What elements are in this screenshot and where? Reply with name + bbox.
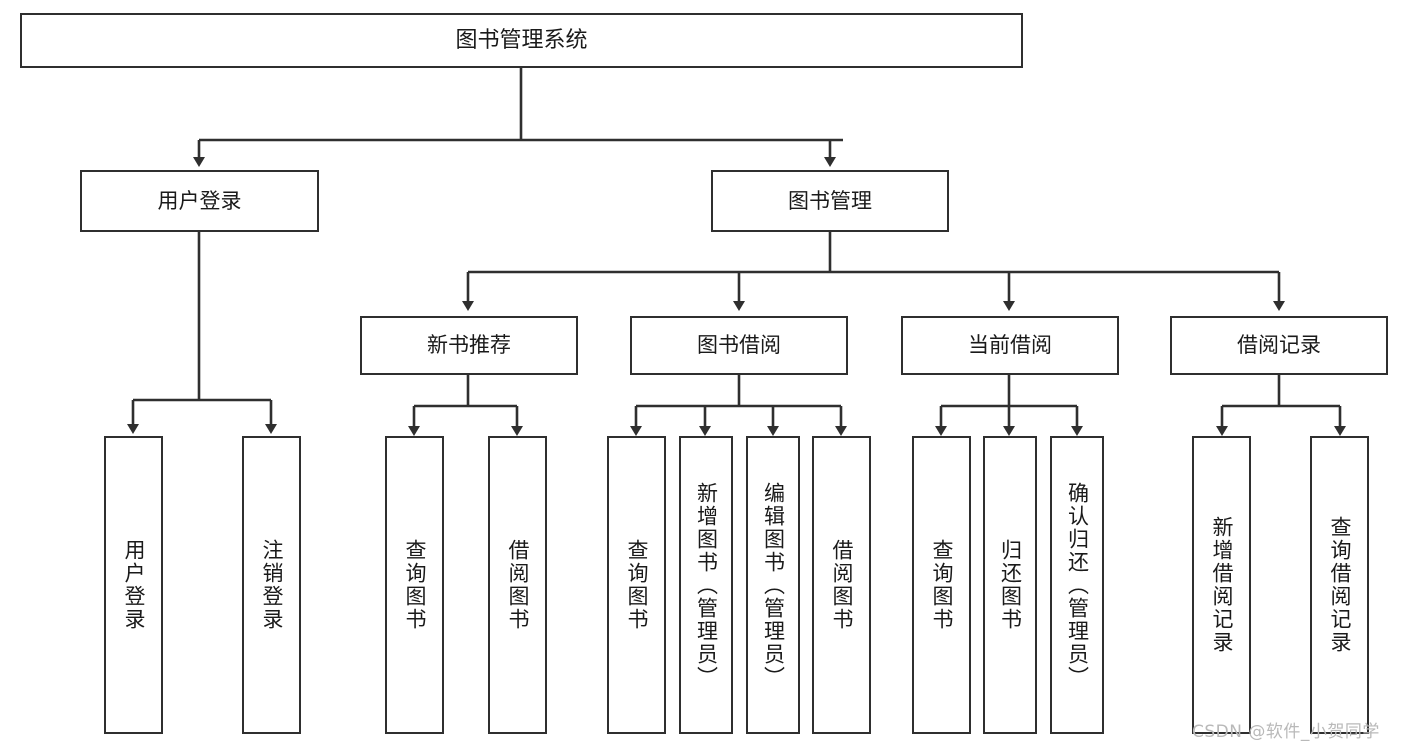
node-borrow-record[interactable]: 借阅记录 [1170,316,1388,375]
node-leaf-borrow-book-1-label: 借阅图书 [506,539,530,631]
node-borrow-record-label: 借阅记录 [1237,333,1321,358]
node-current-borrow-label: 当前借阅 [968,333,1052,358]
node-root[interactable]: 图书管理系统 [20,13,1023,68]
node-user-login-label: 用户登录 [157,188,242,213]
node-leaf-query-book-3-label: 查询图书 [930,539,954,631]
csdn-watermark: CSDN @软件_小贺同学 [1192,722,1380,742]
node-new-book-recommend-label: 新书推荐 [427,333,511,358]
node-book-management[interactable]: 图书管理 [711,170,949,232]
node-leaf-query-borrow-record-label: 查询借阅记录 [1328,516,1352,654]
node-leaf-user-login[interactable]: 用户登录 [104,436,163,734]
node-book-borrow[interactable]: 图书借阅 [630,316,848,375]
node-leaf-query-book-2[interactable]: 查询图书 [607,436,666,734]
node-leaf-query-book-1[interactable]: 查询图书 [385,436,444,734]
node-leaf-query-borrow-record[interactable]: 查询借阅记录 [1310,436,1369,734]
node-book-management-label: 图书管理 [788,188,872,213]
node-leaf-borrow-book-2[interactable]: 借阅图书 [812,436,871,734]
node-leaf-add-borrow-record[interactable]: 新增借阅记录 [1192,436,1251,734]
node-leaf-borrow-book-1[interactable]: 借阅图书 [488,436,547,734]
node-leaf-edit-book-admin-label: 编辑图书（管理员） [761,481,786,689]
node-leaf-logout-label: 注销登录 [260,539,284,631]
node-leaf-query-book-3[interactable]: 查询图书 [912,436,971,734]
node-leaf-logout[interactable]: 注销登录 [242,436,301,734]
node-leaf-query-book-2-label: 查询图书 [625,539,649,631]
node-new-book-recommend[interactable]: 新书推荐 [360,316,578,375]
node-leaf-return-book[interactable]: 归还图书 [983,436,1037,734]
node-leaf-borrow-book-2-label: 借阅图书 [830,539,854,631]
node-leaf-edit-book-admin[interactable]: 编辑图书（管理员） [746,436,800,734]
node-leaf-query-book-1-label: 查询图书 [403,539,427,631]
node-leaf-user-login-label: 用户登录 [122,539,146,631]
node-user-login[interactable]: 用户登录 [80,170,319,232]
node-root-label: 图书管理系统 [455,27,588,53]
node-book-borrow-label: 图书借阅 [697,333,781,358]
node-leaf-add-borrow-record-label: 新增借阅记录 [1210,516,1234,654]
node-leaf-confirm-return-admin[interactable]: 确认归还（管理员） [1050,436,1104,734]
node-leaf-add-book-admin[interactable]: 新增图书（管理员） [679,436,733,734]
node-leaf-add-book-admin-label: 新增图书（管理员） [694,481,719,689]
node-leaf-confirm-return-admin-label: 确认归还（管理员） [1065,481,1090,689]
node-current-borrow[interactable]: 当前借阅 [901,316,1119,375]
node-leaf-return-book-label: 归还图书 [998,539,1023,631]
